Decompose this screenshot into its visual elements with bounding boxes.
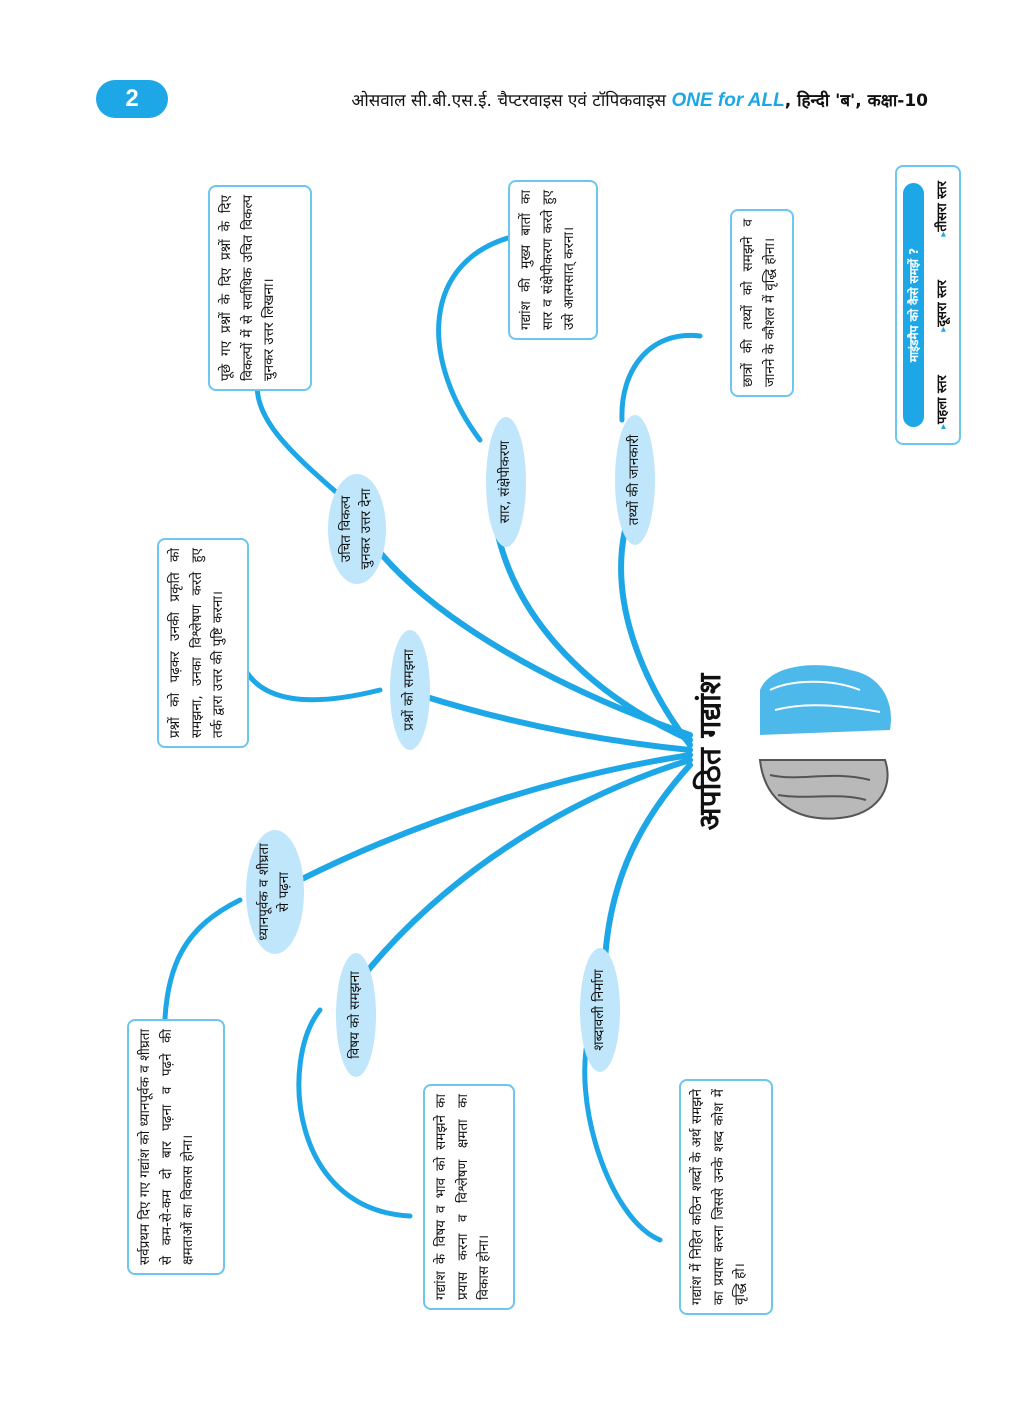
brand-logo: ONE for ALL bbox=[671, 90, 785, 111]
page-header: ओसवाल सी.बी.एस.ई. चैप्टरवाइस एवं टॉपिकवा… bbox=[351, 88, 928, 112]
branch-connector-4 bbox=[235, 647, 383, 703]
detail-box-uchit-vikalp: पूछे गए प्रश्नों के दिए प्रश्नों के दिए … bbox=[208, 185, 312, 391]
legend-levels: पहला स्तर दूसरा स्तर तीसरा स्तर bbox=[924, 167, 950, 443]
branch-line-5 bbox=[297, 752, 693, 883]
bubble-prashnon-ko-samajhna: प्रश्नों को समझना bbox=[390, 630, 430, 750]
bubble-vishay-ko-samajhna: विषय को समझना bbox=[336, 953, 376, 1077]
center-title: अपठित गद्यांश bbox=[693, 673, 728, 831]
detail-box-saar-sankshepikaran: गद्यांश की मुख्य बातों का सार व संक्षेपी… bbox=[508, 180, 598, 340]
brain-icon bbox=[758, 665, 891, 820]
branch-connector-2 bbox=[436, 233, 518, 443]
branch-line-3 bbox=[618, 527, 693, 748]
detail-box-shabdavali-nirman: गद्यांश में निहित कठिन शब्दों के अर्थ सम… bbox=[679, 1079, 773, 1315]
legend-level-3: तीसरा स्तर bbox=[932, 181, 950, 237]
page-number-badge: 2 bbox=[96, 80, 168, 118]
detail-box-tathyon-ki-jankari: छात्रों की तथ्यों को समझने व जानने के कौ… bbox=[730, 209, 794, 397]
bubble-uchit-vikalp: उचित विकल्प चुनकर उत्तर देना bbox=[328, 474, 386, 584]
branch-line-6 bbox=[357, 757, 693, 983]
legend-level-1: पहला स्तर bbox=[932, 375, 950, 429]
detail-box-prashnon-ko-samajhna: प्रश्नों को पढ़कर उनकी प्रकृति को समझना,… bbox=[157, 538, 249, 748]
bubble-shabdavali-nirman: शब्दावली निर्माण bbox=[580, 948, 620, 1072]
branch-connector-6 bbox=[296, 1007, 413, 1219]
bubble-tathyon-ki-jankari: तथ्यों की जानकारी bbox=[615, 415, 655, 545]
branch-connector-3 bbox=[619, 332, 703, 423]
header-title-prefix: ओसवाल सी.बी.एस.ई. चैप्टरवाइस एवं टॉपिकवा… bbox=[351, 91, 672, 111]
branch-connector-7 bbox=[582, 1027, 663, 1243]
legend-level-2: दूसरा स्तर bbox=[932, 280, 950, 332]
branch-line-4 bbox=[417, 692, 693, 753]
legend-title: माइंडमैप को कैसे समझें ? bbox=[903, 183, 924, 427]
branch-line-2 bbox=[492, 517, 693, 743]
bubble-dhyanpurvak-padhna: ध्यानपूर्वक व शीघ्रता से पढ़ना bbox=[246, 830, 304, 954]
branch-line-7 bbox=[602, 762, 693, 963]
detail-box-vishay-ko-samajhna: गद्यांश के विषय व भाव को समझने का प्रयास… bbox=[423, 1084, 515, 1310]
legend-box: माइंडमैप को कैसे समझें ? पहला स्तर दूसरा… bbox=[895, 165, 961, 445]
detail-box-dhyanpurvak-padhna: सर्वप्रथम दिए गए गद्यांश को ध्यानपूर्वक … bbox=[127, 1019, 225, 1275]
branch-connector-1 bbox=[254, 375, 348, 503]
header-title-suffix: , हिन्दी 'ब', कक्षा-10 bbox=[784, 91, 928, 111]
bubble-saar-sankshepikaran: सार, संक्षेपीकरण bbox=[486, 417, 526, 547]
